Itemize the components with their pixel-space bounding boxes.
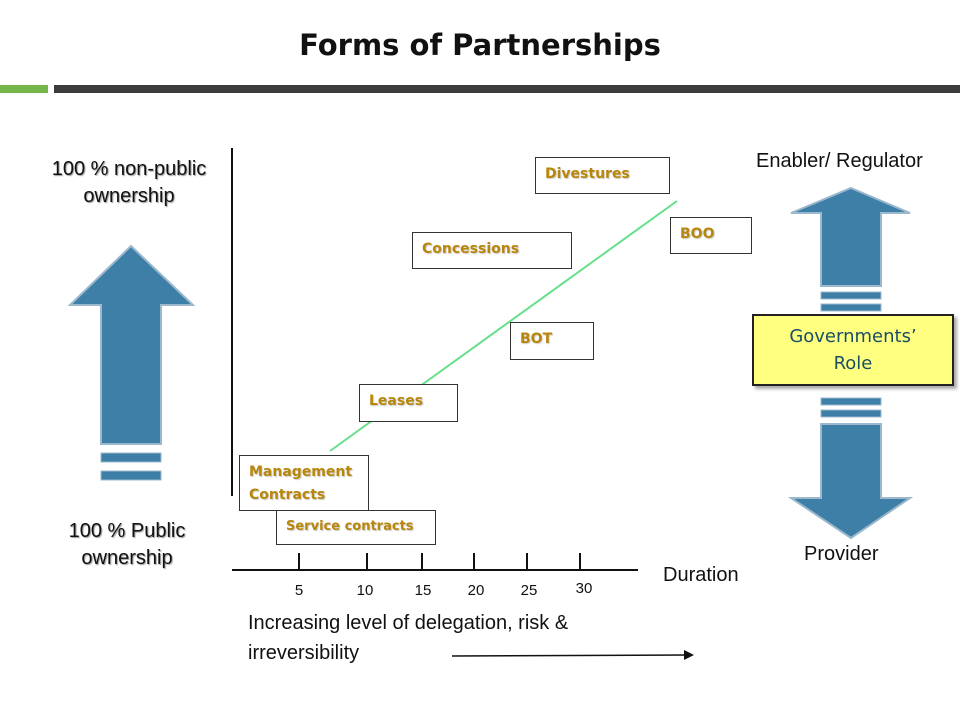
form-service-label: Service contracts [286,519,414,534]
provider-label: Provider [804,543,879,565]
form-leases: Leases [359,384,458,422]
x-tick [526,553,528,570]
x-tick-label: 30 [575,580,593,597]
provider-down-arrow-icon [787,397,914,540]
form-management-line2: Contracts [249,487,326,503]
x-tick-label: 25 [520,582,538,599]
x-tick [579,553,581,570]
caption-line2: irreversibility [248,642,360,664]
x-tick [366,553,368,570]
form-management-contracts: Management Contracts [239,455,369,511]
form-service-contracts: Service contracts [276,510,436,545]
gov-line2: Role [833,353,873,374]
form-concessions-label: Concessions [422,241,520,257]
form-management-line1: Management [249,464,353,480]
governments-role-box: Governments’ Role [752,314,954,386]
x-tick-label: 15 [414,582,432,599]
non-public-line1: 100 % non-public [51,158,207,180]
public-line1: 100 % Public [68,520,186,542]
enabler-regulator-label: Enabler/ Regulator [756,150,923,172]
y-axis [231,148,233,496]
delegation-arrow-icon [451,650,694,660]
non-public-line2: ownership [83,185,175,207]
form-boo: BOO [670,217,752,254]
x-tick [298,553,300,570]
x-tick-label: 10 [356,582,374,599]
delegation-caption: Increasing level of delegation, risk & i… [248,608,568,668]
duration-label: Duration [663,564,739,586]
page-title: Forms of Partnerships [299,28,661,62]
form-concessions: Concessions [412,232,572,269]
form-boo-label: BOO [680,226,715,242]
gov-line1: Governments’ [789,326,917,347]
form-leases-label: Leases [369,393,424,409]
caption-line1: Increasing level of delegation, risk & [248,612,569,634]
public-ownership-label: 100 % Public ownership [12,518,242,572]
form-bot-label: BOT [520,331,553,347]
enabler-up-arrow-icon [790,186,911,312]
x-tick-label: 20 [467,582,485,599]
x-axis [232,569,638,571]
x-tick [421,553,423,570]
x-tick [473,553,475,570]
header-bar [54,85,960,93]
ownership-up-arrow-icon [67,244,196,481]
header-bar-accent [0,85,48,93]
form-bot: BOT [510,322,594,360]
form-divestures: Divestures [535,157,670,194]
form-divestures-label: Divestures [545,166,630,182]
public-line2: ownership [81,547,173,569]
x-tick-label: 5 [294,582,304,599]
non-public-ownership-label: 100 % non-public ownership [14,156,244,210]
